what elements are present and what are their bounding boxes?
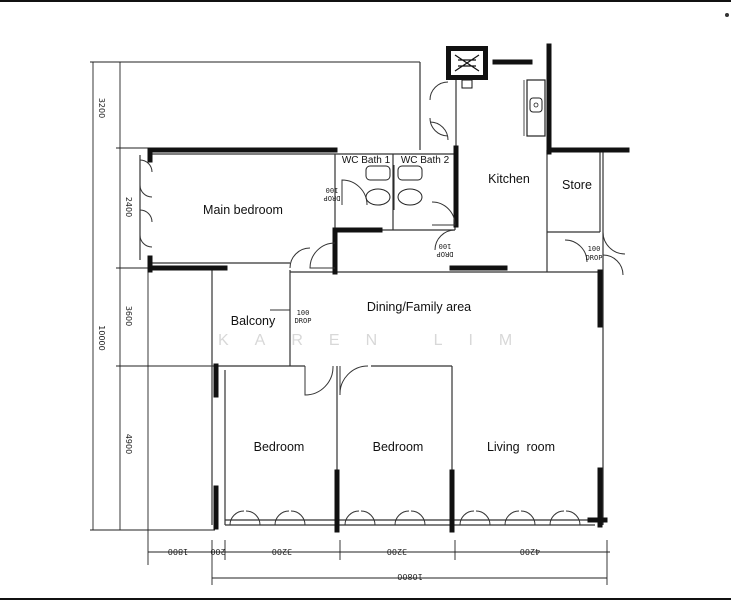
room-label-dining-family: Dining/Family area (367, 300, 471, 314)
sink-icon (523, 79, 546, 137)
room-label-bedroom-1: Bedroom (254, 440, 305, 454)
drop-marker-store: 100 DROP (586, 245, 603, 262)
room-label-main-bedroom: Main bedroom (203, 203, 283, 217)
dim-left-mid: 3600 (124, 306, 133, 326)
dim-left-upper: 2400 (124, 197, 133, 217)
svg-text:100: 100 (439, 242, 452, 250)
drop-marker-main-bedroom: 100 DROP (324, 186, 341, 202)
room-label-bedroom-2: Bedroom (373, 440, 424, 454)
dim-bottom-3200-b: 3200 (387, 547, 407, 556)
room-label-balcony: Balcony (231, 314, 276, 328)
stair-box-icon (446, 46, 488, 89)
watermark: KAREN LIM (218, 332, 538, 349)
dim-left-total: 10000 (97, 325, 106, 350)
drop-marker-balcony: 100 DROP (295, 309, 312, 325)
room-label-store: Store (562, 178, 592, 192)
dim-bottom-200: 200 (210, 547, 225, 556)
walls (147, 43, 630, 533)
svg-text:100: 100 (326, 186, 339, 194)
svg-text:DROP: DROP (324, 194, 341, 202)
svg-text:DROP: DROP (586, 254, 603, 262)
room-label-living-room: Living room (487, 440, 555, 454)
svg-text:100: 100 (588, 245, 601, 253)
doors (139, 81, 626, 526)
dim-bottom-total: 10800 (397, 572, 422, 581)
corner-mark-icon (725, 13, 729, 17)
room-label-wc-bath-2: WC Bath 2 (401, 155, 450, 166)
toilet-icon (365, 165, 423, 210)
dim-bottom-4200: 4200 (520, 547, 540, 556)
interior-lines (150, 62, 604, 526)
room-label-kitchen: Kitchen (488, 172, 530, 186)
dim-left-top: 3200 (97, 98, 106, 118)
svg-text:100: 100 (297, 309, 310, 317)
svg-text:DROP: DROP (437, 250, 454, 258)
room-label-wc-bath-1: WC Bath 1 (342, 155, 391, 166)
dim-left-lower: 4900 (124, 434, 133, 454)
drop-marker-kitchen: 100 DROP (437, 242, 454, 258)
dim-bottom-1800: 1800 (168, 547, 188, 556)
svg-text:DROP: DROP (295, 317, 312, 325)
dimension-lines (90, 61, 610, 585)
dim-bottom-3200-a: 3200 (272, 547, 292, 556)
